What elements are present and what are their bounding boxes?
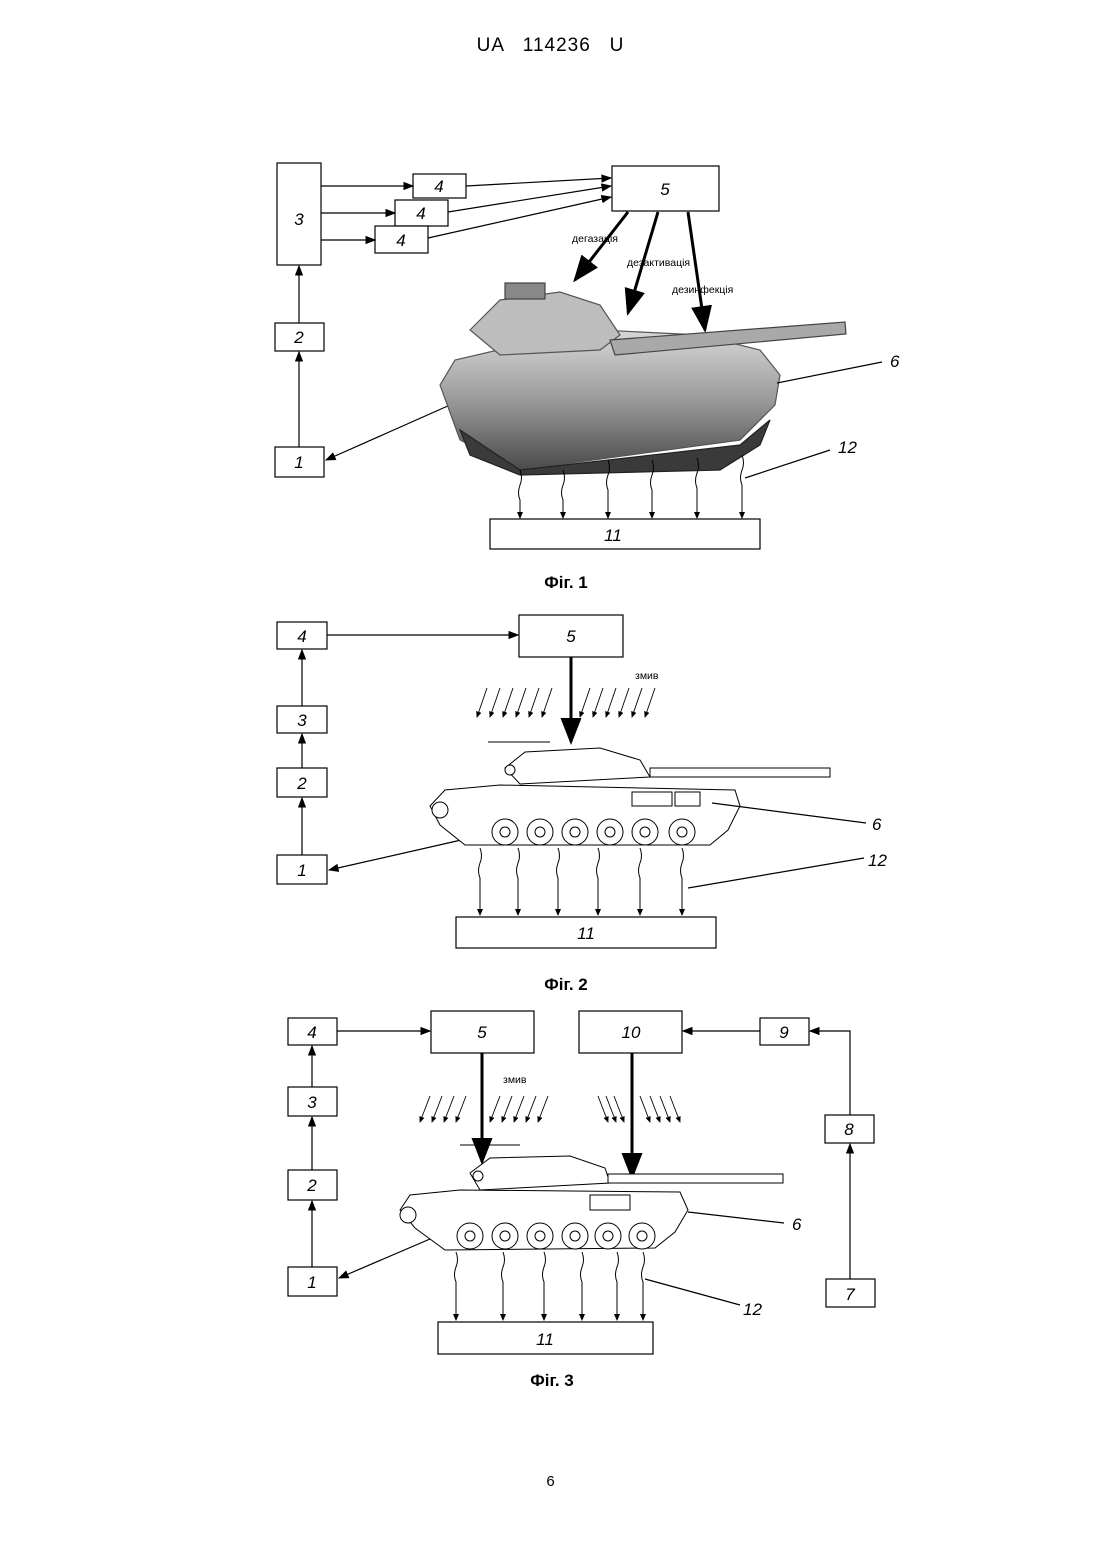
svg-text:11: 11 (536, 1330, 554, 1349)
svg-text:11: 11 (577, 924, 595, 943)
fig2-caption: Фіг. 2 (544, 975, 588, 994)
svg-text:1: 1 (307, 1273, 316, 1292)
svg-text:1: 1 (297, 861, 306, 880)
label-12: 12 (838, 438, 857, 457)
wavy-drops-fig3 (455, 1252, 645, 1320)
spray-arrows-fig2 (477, 688, 655, 717)
leader-6-fig1 (777, 362, 882, 383)
label-4b: 4 (416, 204, 425, 223)
label-2: 2 (293, 328, 304, 347)
svg-text:7: 7 (845, 1285, 855, 1304)
arrow-4a-5 (466, 178, 611, 186)
tank-drawing-2 (430, 742, 830, 845)
label-4a: 4 (434, 177, 443, 196)
svg-text:4: 4 (307, 1023, 316, 1042)
svg-text:3: 3 (297, 711, 307, 730)
svg-text:6: 6 (872, 815, 882, 834)
page-number: 6 (0, 1473, 1101, 1490)
label-3: 3 (294, 210, 304, 229)
svg-text:9: 9 (779, 1023, 789, 1042)
label-4c: 4 (396, 231, 405, 250)
figure-2 (277, 615, 866, 948)
label-disinfection: дезинфекція (672, 284, 733, 296)
leader-12-fig1 (745, 450, 830, 478)
svg-text:6: 6 (792, 1215, 802, 1234)
svg-text:5: 5 (566, 627, 576, 646)
tank-photo-1 (440, 283, 846, 475)
spray-arrows-fig3 (420, 1096, 680, 1122)
figure-3 (288, 1011, 875, 1354)
label-deactivation: дезактивація (627, 257, 690, 269)
tank-drawing-3 (400, 1145, 783, 1250)
label-1: 1 (294, 453, 303, 472)
label-5: 5 (660, 180, 670, 199)
label-wash-fig3: змив (503, 1074, 527, 1086)
block-11 (490, 519, 760, 549)
arrow-tank-1 (326, 405, 450, 460)
svg-text:2: 2 (306, 1176, 317, 1195)
fig3-caption: Фіг. 3 (530, 1371, 574, 1390)
wavy-drops-fig2 (479, 848, 684, 915)
label-wash-fig2: змив (635, 670, 659, 682)
fig1-caption: Фіг. 1 (544, 573, 588, 592)
svg-text:12: 12 (743, 1300, 762, 1319)
arrow-disinf (688, 212, 705, 330)
svg-text:5: 5 (477, 1023, 487, 1042)
fig3-block-labels: 4 5 10 9 3 8 2 1 7 11 6 12 (306, 1023, 855, 1349)
figure-1 (275, 163, 882, 549)
svg-text:3: 3 (307, 1093, 317, 1112)
label-11: 11 (604, 526, 622, 545)
svg-text:2: 2 (296, 774, 307, 793)
fig2-block-labels: 4 5 3 2 1 11 6 12 (296, 627, 887, 943)
svg-text:8: 8 (844, 1120, 854, 1139)
label-degassing: дегазація (572, 233, 618, 245)
arrow-4b-5 (448, 186, 611, 212)
svg-text:12: 12 (868, 851, 887, 870)
arrow-degas (575, 212, 628, 280)
arrow-4c-5 (428, 197, 611, 238)
svg-text:10: 10 (622, 1023, 641, 1042)
svg-text:4: 4 (297, 627, 306, 646)
label-6: 6 (890, 352, 900, 371)
